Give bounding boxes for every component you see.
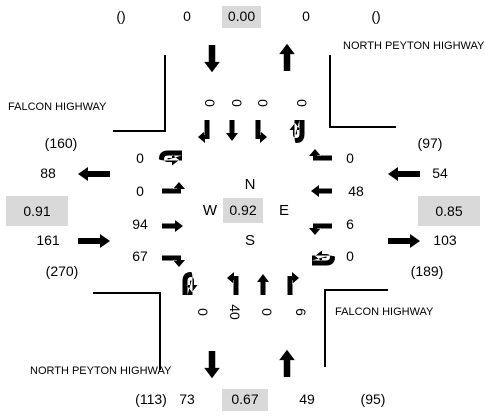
north-left-turn-arrow [255,120,267,143]
north-lane-1: 0 [202,99,218,107]
west-lane-1: 0 [136,150,144,166]
east-out-volume: 103 [433,232,457,248]
south-lane-3: 0 [259,308,275,316]
center-phf-box [223,198,263,223]
east-right-turn-arrow [309,149,332,161]
north-outbound-arrow [279,43,295,71]
south-lane-2: 40 [227,304,243,320]
north-phf: 0.00 [228,8,255,24]
road-label-north-peyton-sw: NORTH PEYTON HIGHWAY [30,365,172,377]
west-right-turn-arrow [162,255,185,267]
west-left-turn-arrow [162,182,185,194]
west-in-volume: 161 [36,232,60,248]
east-uturn-arrow [312,250,335,266]
west-phf-box [6,196,68,226]
west-through-arrow [162,220,183,232]
west-phf: 0.91 [23,203,50,219]
east-upper-paren: (97) [418,135,443,151]
center-west-label: W [203,202,218,219]
south-left-paren: (113) [135,391,167,407]
south-right-paren: (95) [361,391,386,407]
east-phf: 0.85 [435,203,462,219]
road-label-north-peyton-ne: NORTH PEYTON HIGHWAY [343,40,485,52]
north-inbound-arrow [204,45,220,73]
east-through-arrow [311,185,332,197]
east-outbound-arrow [388,234,420,248]
road-label-falcon-nw: FALCON HIGHWAY [8,101,107,113]
east-phf-box [418,196,480,226]
south-in-volume: 49 [299,391,315,407]
east-approach: (97) 54 0.85 103 (189) 0 48 6 0 [309,135,480,279]
west-out-volume: 88 [40,165,56,181]
north-right-paren: () [371,8,380,24]
curb-se [324,289,388,367]
south-left-turn-arrow [227,272,239,295]
center-phf: 0.92 [229,202,256,218]
curb-lines [93,55,396,370]
east-inbound-arrow [388,167,420,181]
west-uturn-arrow [159,150,182,166]
south-through-arrow [257,274,269,295]
south-phf: 0.67 [231,391,258,407]
south-approach: 0 40 0 6 (113) 73 0.67 49 (95) [135,272,385,411]
south-right-turn-arrow [287,272,299,295]
west-approach: (160) 88 0.91 161 (270) 0 0 94 67 [6,135,185,279]
west-upper-paren: (160) [45,135,78,151]
south-lane-4: 6 [293,308,309,316]
north-phf-box [222,6,261,28]
south-inbound-arrow [279,349,295,377]
east-lane-2: 48 [348,183,364,199]
north-lane-2: 0 [229,99,245,107]
intersection-center: N W 0.92 E S [203,176,289,249]
curb-ne [329,55,396,128]
north-in-volume: 0 [183,8,191,24]
curb-nw [113,55,166,132]
north-through-arrow [226,120,238,141]
west-lane-2: 0 [136,183,144,199]
west-lower-paren: (270) [46,263,79,279]
south-out-volume: 73 [179,391,195,407]
center-north-label: N [245,176,256,193]
road-label-falcon-se: FALCON HIGHWAY [335,306,434,318]
south-phf-box [222,389,268,411]
north-left-paren: () [116,8,125,24]
east-lower-paren: (189) [411,263,444,279]
north-uturn-arrow [289,120,305,143]
west-lane-4: 67 [132,248,148,264]
east-left-turn-arrow [309,223,332,235]
east-in-volume: 54 [432,165,448,181]
west-outbound-arrow [78,167,110,181]
south-uturn-arrow [182,272,198,295]
curb-sw [93,292,161,370]
south-lane-1: 0 [195,308,211,316]
center-south-label: S [245,232,255,249]
north-lane-4: 0 [294,99,310,107]
north-out-volume: 0 [302,8,310,24]
south-outbound-arrow [204,351,220,379]
north-right-turn-arrow [198,120,210,143]
center-east-label: E [279,202,289,219]
east-lane-1: 0 [346,150,354,166]
north-lane-3: 0 [255,99,271,107]
west-lane-3: 94 [132,216,148,232]
east-lane-3: 6 [346,216,354,232]
west-inbound-arrow [78,234,110,248]
east-lane-4: 0 [346,248,354,264]
north-approach: () 0 0.00 0 () 0 0 0 0 [116,6,381,143]
